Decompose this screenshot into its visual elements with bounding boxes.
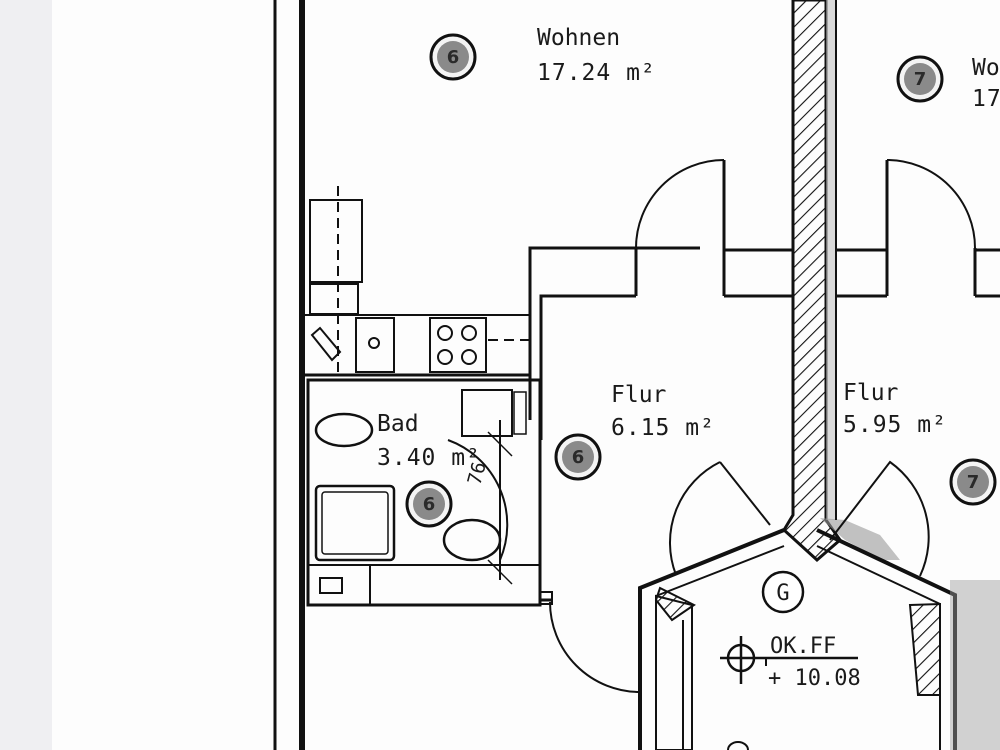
badge-bad: 6 bbox=[405, 480, 453, 528]
page-margin bbox=[0, 0, 52, 750]
badge-flur-left: 6 bbox=[554, 433, 602, 481]
room-name-flur-left: Flur bbox=[611, 382, 666, 408]
room-badges: 6 7 6 7 6 bbox=[405, 33, 997, 528]
svg-text:G: G bbox=[776, 581, 789, 606]
room-name-flur-right: Flur bbox=[843, 380, 898, 406]
cropped-symbol bbox=[727, 741, 749, 750]
stair-marker: G bbox=[761, 570, 805, 614]
svg-text:7: 7 bbox=[967, 472, 980, 493]
kitchenette bbox=[305, 186, 530, 377]
svg-text:7: 7 bbox=[914, 69, 927, 90]
bathroom bbox=[306, 378, 542, 607]
svg-text:6: 6 bbox=[447, 47, 460, 68]
svg-text:6: 6 bbox=[423, 494, 436, 515]
badge-flur-right: 7 bbox=[949, 458, 997, 506]
lower-walls bbox=[539, 461, 771, 693]
room-area-flur-right: 5.95 m² bbox=[843, 412, 947, 438]
right-partition bbox=[836, 159, 1000, 298]
room-area-bad: 3.40 m² bbox=[377, 445, 481, 471]
svg-text:6: 6 bbox=[572, 447, 585, 468]
level-value: + 10.08 bbox=[768, 666, 861, 691]
door-width-label: 76 bbox=[464, 459, 491, 487]
exterior-wall-left bbox=[273, 0, 305, 750]
room-area-flur-left: 6.15 m² bbox=[611, 415, 715, 441]
room-area-wohnen-left: 17.24 m² bbox=[537, 60, 656, 86]
badge-wohnen-left: 6 bbox=[429, 33, 477, 81]
party-wall bbox=[782, 0, 900, 563]
room-area-wohnen-right: 17 bbox=[972, 86, 1000, 112]
room-name-wohnen-right: Wo bbox=[972, 55, 1000, 81]
level-mark bbox=[720, 636, 858, 684]
badge-wohnen-right: 7 bbox=[896, 55, 944, 103]
stair-hall bbox=[638, 460, 1000, 750]
room-name-bad: Bad bbox=[377, 411, 419, 437]
room-name-wohnen-left: Wohnen bbox=[537, 25, 620, 51]
level-label: OK.FF bbox=[770, 634, 836, 659]
